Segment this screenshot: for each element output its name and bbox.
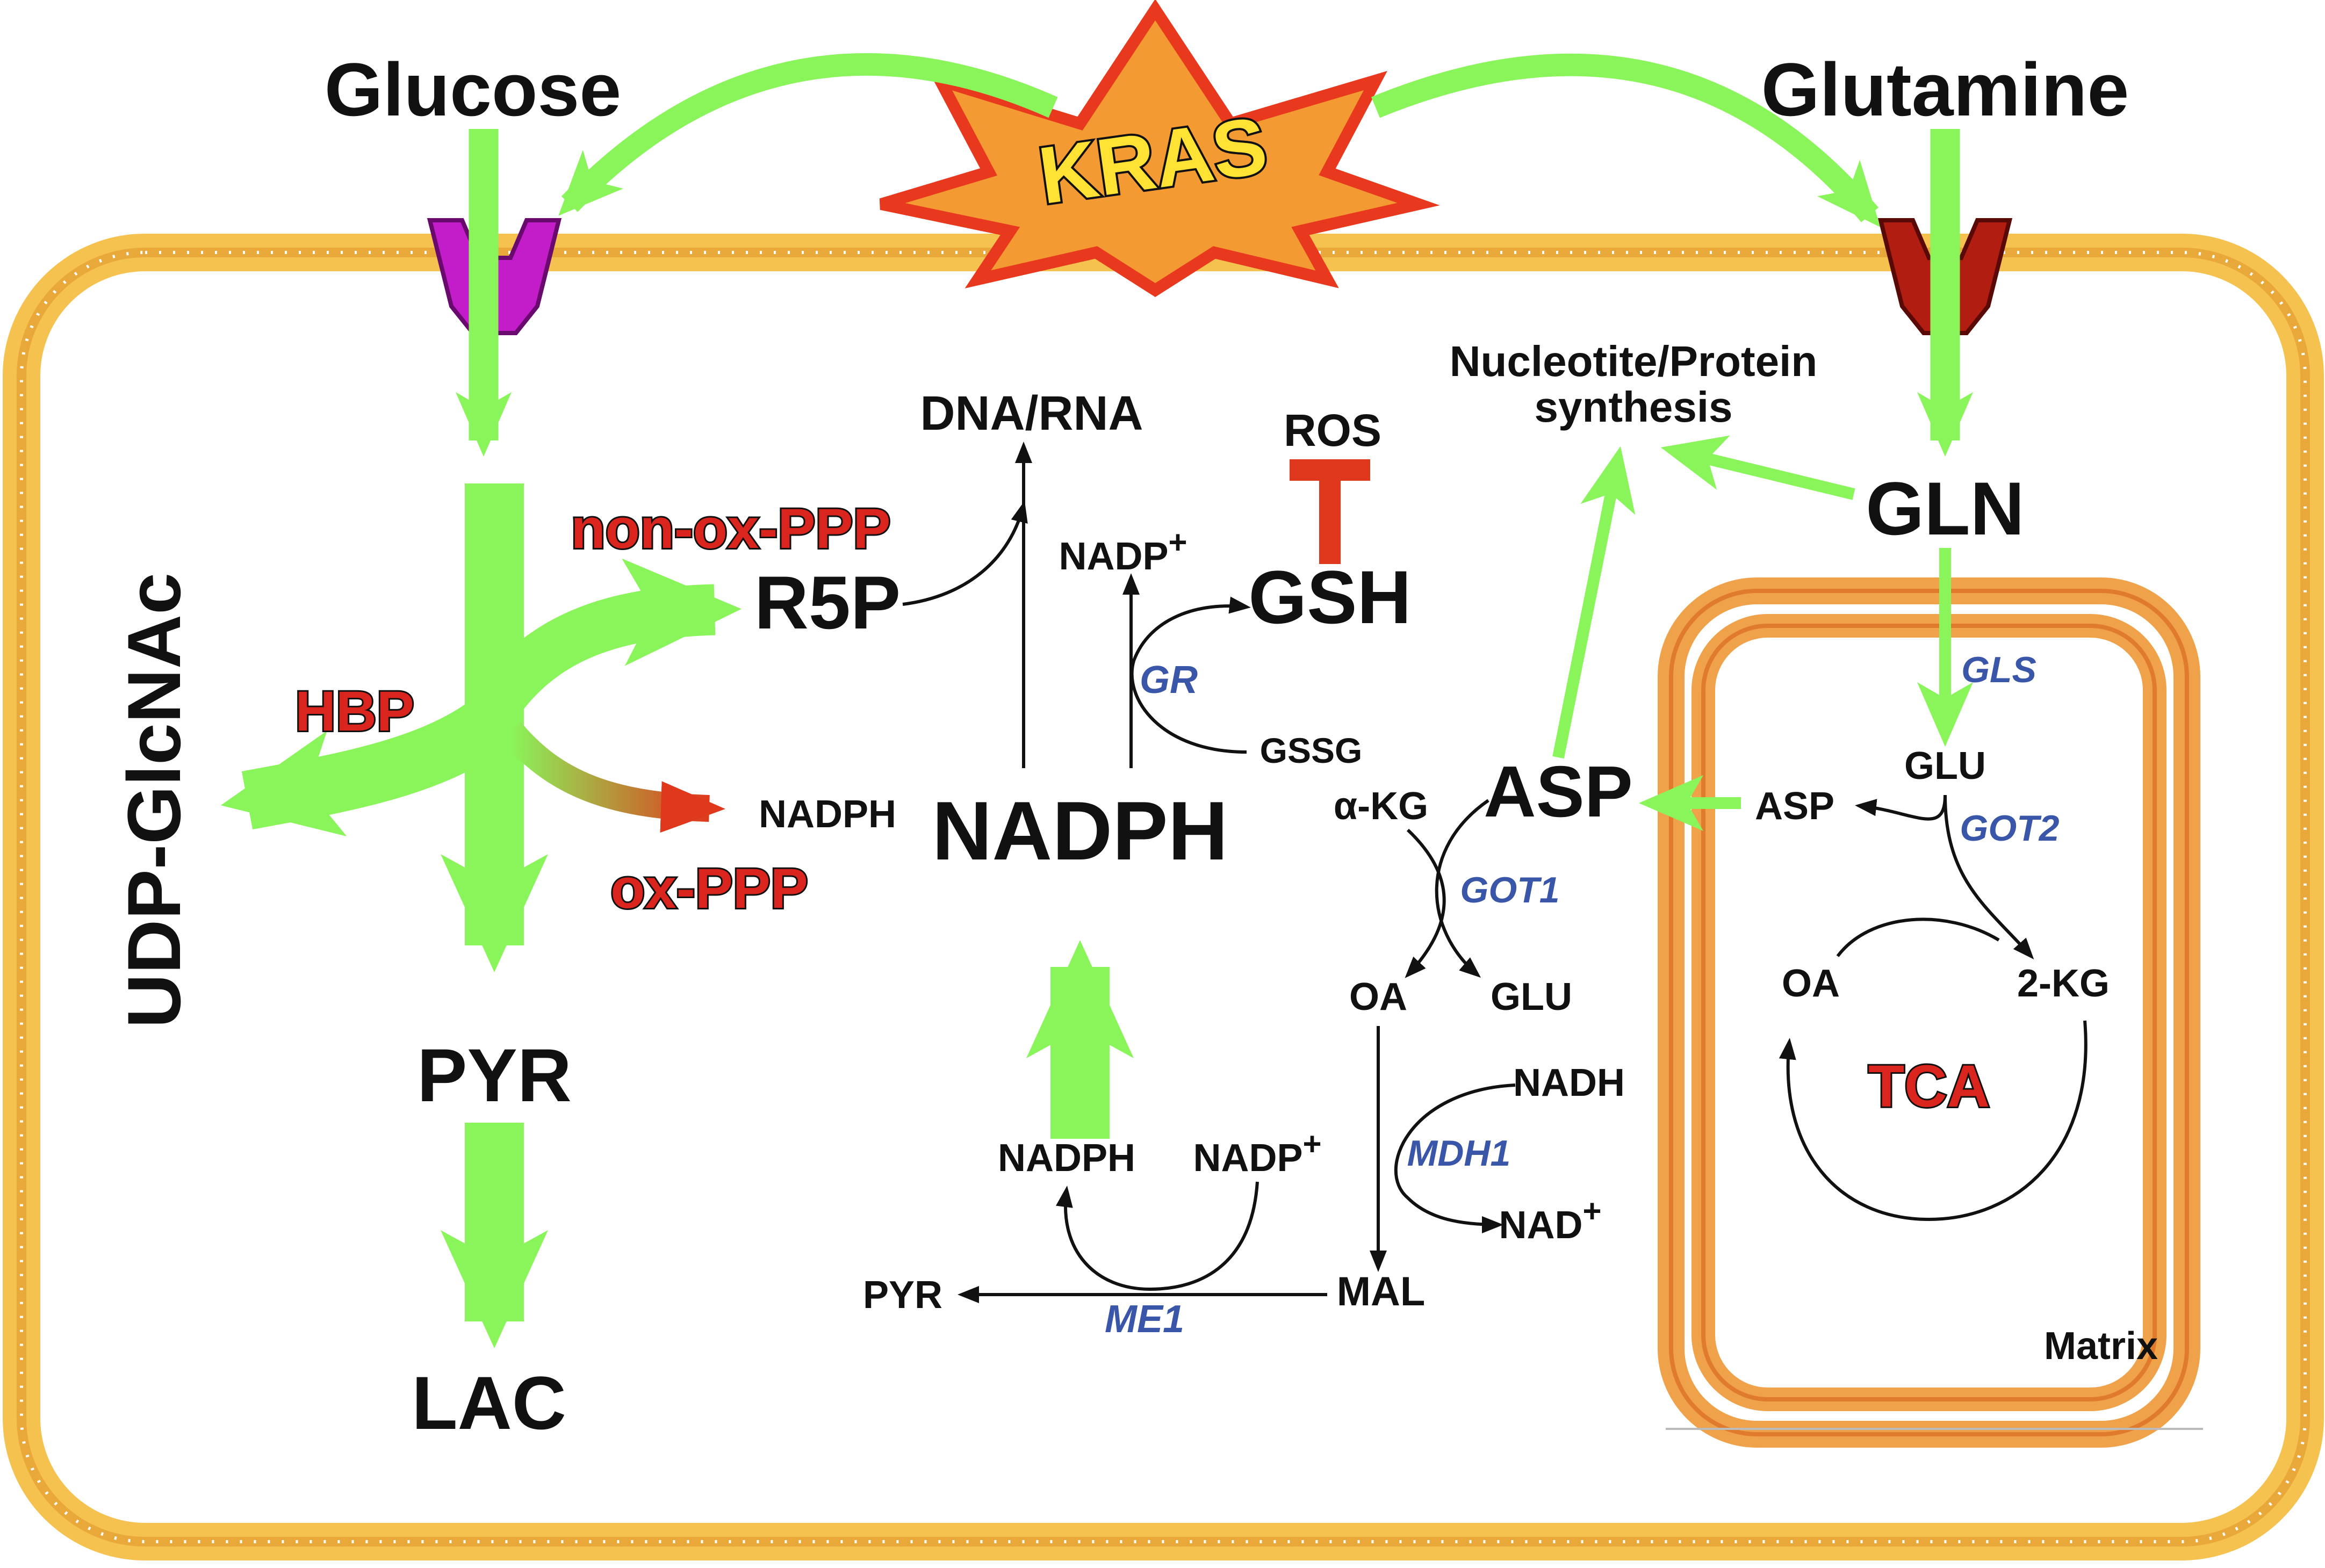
ox-ppp-branch-arrow <box>500 722 725 833</box>
kras-to-glutamine-arrow <box>1371 53 1881 227</box>
gln-label: GLN <box>1866 466 2025 551</box>
r5p-label: R5P <box>754 560 901 645</box>
hbp-label: HBP <box>295 680 414 743</box>
nadh-to-nad-arrow <box>1394 1083 1516 1233</box>
starburst-icon <box>879 0 1440 298</box>
nadph-ppp-label: NADPH <box>759 793 896 836</box>
akg-to-oa-arrow <box>1405 828 1446 978</box>
glu-to-asp-mito-arrow <box>1855 794 1947 821</box>
r5p-to-dna-arrow <box>902 501 1028 606</box>
glu-cyto-label: GLU <box>1491 976 1572 1018</box>
got1-enzyme-label: GOT1 <box>1460 870 1559 911</box>
non-ox-ppp-label: non-ox-PPP <box>571 497 891 560</box>
got2-enzyme-label: GOT2 <box>1960 808 2059 849</box>
ros-inhibition-bar <box>1290 459 1370 564</box>
glucose-label: Glucose <box>325 47 621 132</box>
pyr-label: PYR <box>417 1033 572 1117</box>
lac-label: LAC <box>412 1361 566 1445</box>
oa-mito-label: OA <box>1782 962 1840 1005</box>
mdh1-enzyme-label: MDH1 <box>1407 1133 1511 1174</box>
ros-label: ROS <box>1284 405 1381 456</box>
matrix-label: Matrix <box>2044 1325 2158 1368</box>
gsh-label: GSH <box>1248 555 1411 639</box>
tca-cycle-arrow <box>1779 1020 2088 1222</box>
nadp-to-nadph-arrow <box>1056 1181 1259 1291</box>
oa-to-2kg-link <box>1836 917 2000 957</box>
dna-rna-label: DNA/RNA <box>920 387 1143 440</box>
pyr-me1-label: PYR <box>863 1274 942 1317</box>
kras-to-glucose-arrow <box>558 53 1058 216</box>
oa-cyto-label: OA <box>1349 976 1407 1018</box>
hbp-branch-arrow <box>220 692 520 836</box>
tca-label: TCA <box>1868 1053 1990 1119</box>
asp-cyto-label: ASP <box>1484 751 1633 832</box>
glu-to-2kg-arrow <box>1944 794 2034 959</box>
asp-to-glu-arrow <box>1435 799 1489 978</box>
nucleotide-synthesis-line1: Nucleotite/Protein <box>1450 337 1818 385</box>
kras-starburst: KRAS <box>879 0 1440 298</box>
gls-enzyme-label: GLS <box>1961 649 2036 690</box>
2kg-label: 2-KG <box>2017 962 2110 1005</box>
nadph-me1-label: NADPH <box>998 1137 1135 1180</box>
mitochondrion-membrane <box>1658 577 2203 1448</box>
me1-enzyme-label: ME1 <box>1105 1298 1184 1341</box>
asp-mito-label: ASP <box>1755 785 1834 828</box>
nad-label: NAD+ <box>1499 1193 1601 1247</box>
udp-glcnac-label: UDP-GlcNAc <box>112 573 196 1028</box>
akg-label: α-KG <box>1334 785 1428 828</box>
asp-to-synthesis-arrow <box>1552 446 1636 759</box>
nucleotide-synthesis-line2: synthesis <box>1534 383 1732 431</box>
non-ox-ppp-branch-arrow <box>479 558 742 714</box>
gln-to-synthesis-arrow <box>1660 435 1855 500</box>
nadp-gr-label: NADP+ <box>1059 524 1187 578</box>
nadh-label: NADH <box>1513 1061 1625 1104</box>
mal-label: MAL <box>1337 1269 1426 1314</box>
gr-enzyme-label: GR <box>1140 659 1198 702</box>
glutamine-label: Glutamine <box>1761 47 2129 132</box>
glu-mito-label: GLU <box>1904 745 1986 787</box>
gssg-to-gsh-arrow <box>1130 596 1251 754</box>
nadph-main-label: NADPH <box>932 784 1228 877</box>
cell-membrane <box>3 234 2324 1560</box>
gssg-label: GSSG <box>1260 731 1363 770</box>
nadp-me1-label: NADP+ <box>1193 1126 1321 1180</box>
ox-ppp-label: ox-PPP <box>610 857 808 920</box>
